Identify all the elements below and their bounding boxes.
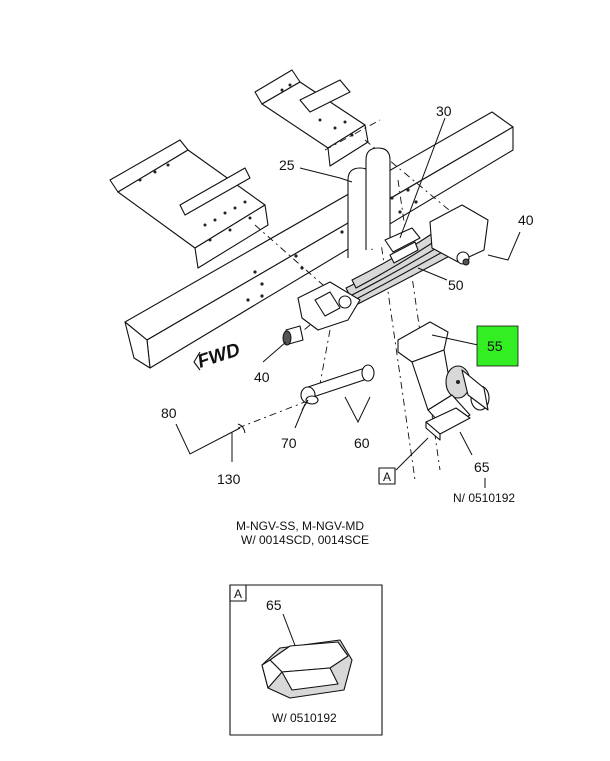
callout-50[interactable]: 50 xyxy=(448,277,464,293)
spring-seat xyxy=(384,227,421,264)
caption-line-2: W/ 0014SCD, 0014SCE xyxy=(241,533,369,547)
detail-view-a: A 65 W/ 0510192 xyxy=(229,584,383,736)
fwd-indicator: FWD xyxy=(193,339,243,373)
view-a-letter: A xyxy=(383,470,391,484)
callout-70[interactable]: 70 xyxy=(281,435,297,451)
callout-65-detail[interactable]: 65 xyxy=(266,597,282,613)
fwd-label: FWD xyxy=(195,339,243,372)
torque-rod xyxy=(300,364,375,404)
detail-box-letter: A xyxy=(234,587,242,601)
caption-line-1: M-NGV-SS, M-NGV-MD xyxy=(236,519,364,533)
u-bolts xyxy=(347,147,391,258)
clip-130 xyxy=(237,423,246,434)
callout-25[interactable]: 25 xyxy=(279,157,295,173)
detail-note: W/ 0510192 xyxy=(272,711,337,725)
view-a-marker[interactable]: A xyxy=(378,467,396,485)
callout-55-highlight[interactable]: 55 xyxy=(476,325,519,367)
callout-labels: 30 25 40 50 40 80 70 60 130 65 xyxy=(161,103,534,487)
cross-member-left xyxy=(109,139,269,269)
spring-pad xyxy=(425,407,471,441)
callout-60[interactable]: 60 xyxy=(354,435,370,451)
leader-lines xyxy=(175,117,521,488)
callout-65[interactable]: 65 xyxy=(474,459,490,475)
callout-40-right[interactable]: 40 xyxy=(518,212,534,228)
cross-member-top xyxy=(254,69,369,167)
callout-55[interactable]: 55 xyxy=(487,338,503,354)
callout-130[interactable]: 130 xyxy=(217,471,241,487)
callout-30[interactable]: 30 xyxy=(436,103,452,119)
part-note: N/ 0510192 xyxy=(453,491,515,505)
rear-hanger xyxy=(429,204,489,266)
callout-80[interactable]: 80 xyxy=(161,405,177,421)
callout-55-box[interactable] xyxy=(476,325,519,367)
spring-pad-detail xyxy=(261,639,353,699)
bushing-left xyxy=(282,325,304,346)
callout-40-left[interactable]: 40 xyxy=(254,369,270,385)
front-hanger xyxy=(297,281,361,331)
